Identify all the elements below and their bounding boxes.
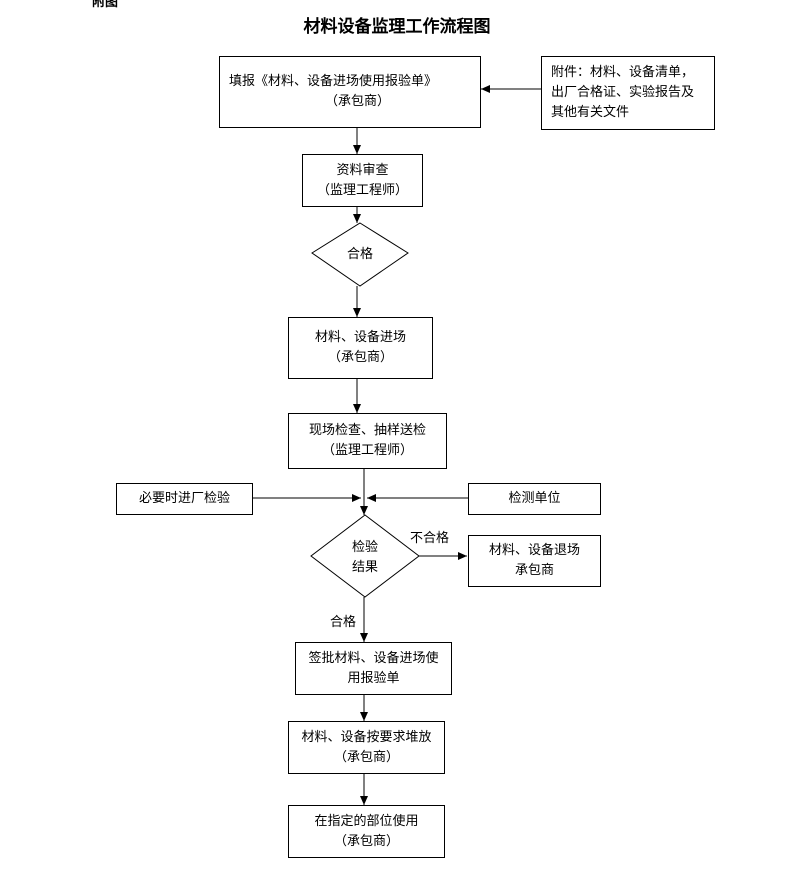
- fill-report-line1: 填报《材料、设备进场使用报验单》: [229, 74, 438, 89]
- use-box: 在指定的部位使用 （承包商）: [288, 805, 445, 858]
- stack-line2: （承包商）: [333, 749, 399, 765]
- site-check-box: 现场检查、抽样送检 （监理工程师）: [288, 413, 447, 469]
- diamond-result-line2: 结果: [351, 560, 378, 575]
- site-check-line2: （监理工程师）: [321, 443, 413, 458]
- attachments-line2: 出厂合格证、实验报告及: [551, 85, 695, 100]
- exit-line2: 承包商: [514, 563, 554, 578]
- site-check-line1: 现场检查、抽样送检: [308, 423, 426, 438]
- doc-review-line2: （监理工程师）: [316, 182, 408, 198]
- pass-label: 合格: [330, 615, 357, 630]
- diamond-qualified-label: 合格: [346, 247, 373, 262]
- lab-check-box: 必要时进厂检验: [116, 483, 253, 515]
- attachments-box: 附件：材料、设备清单， 出厂合格证、实验报告及 其他有关文件: [541, 56, 715, 130]
- top-fragment-text: 附图: [92, 0, 119, 10]
- diamond-qualified-shape: [311, 222, 409, 287]
- use-line2: （承包商）: [333, 833, 399, 849]
- attachments-line1: 附件：材料、设备清单，: [551, 65, 695, 80]
- exit-box: 材料、设备退场 承包商: [468, 535, 601, 587]
- test-unit-box: 检测单位: [468, 483, 601, 515]
- doc-review-line1: 资料审查: [336, 162, 389, 178]
- diamond-result-line1: 检验: [351, 540, 378, 555]
- stack-line1: 材料、设备按要求堆放: [301, 729, 432, 745]
- fill-report-line2: （承包商）: [325, 94, 391, 109]
- stack-box: 材料、设备按要求堆放 （承包商）: [288, 721, 445, 774]
- diamond-result-shape: [310, 514, 420, 598]
- fail-label: 不合格: [410, 531, 450, 546]
- entry-box: 材料、设备进场 （承包商）: [288, 317, 433, 379]
- lab-check-line1: 必要时进厂检验: [138, 491, 230, 506]
- test-unit-line1: 检测单位: [508, 491, 561, 506]
- page-title: 材料设备监理工作流程图: [303, 17, 491, 37]
- fill-report-box: 填报《材料、设备进场使用报验单》 （承包商）: [219, 56, 481, 128]
- approve-line1: 签批材料、设备进场使: [308, 650, 439, 666]
- diamond-result-label: 检验 结果: [335, 538, 395, 578]
- doc-review-box: 资料审查 （监理工程师）: [302, 154, 423, 207]
- entry-line1: 材料、设备进场: [314, 330, 406, 345]
- approve-line2: 用报验单: [347, 670, 400, 686]
- approve-box: 签批材料、设备进场使 用报验单: [295, 642, 452, 695]
- use-line1: 在指定的部位使用: [314, 813, 419, 829]
- entry-line2: （承包商）: [327, 350, 393, 365]
- exit-line1: 材料、设备退场: [488, 543, 580, 558]
- attachments-line3: 其他有关文件: [551, 105, 630, 120]
